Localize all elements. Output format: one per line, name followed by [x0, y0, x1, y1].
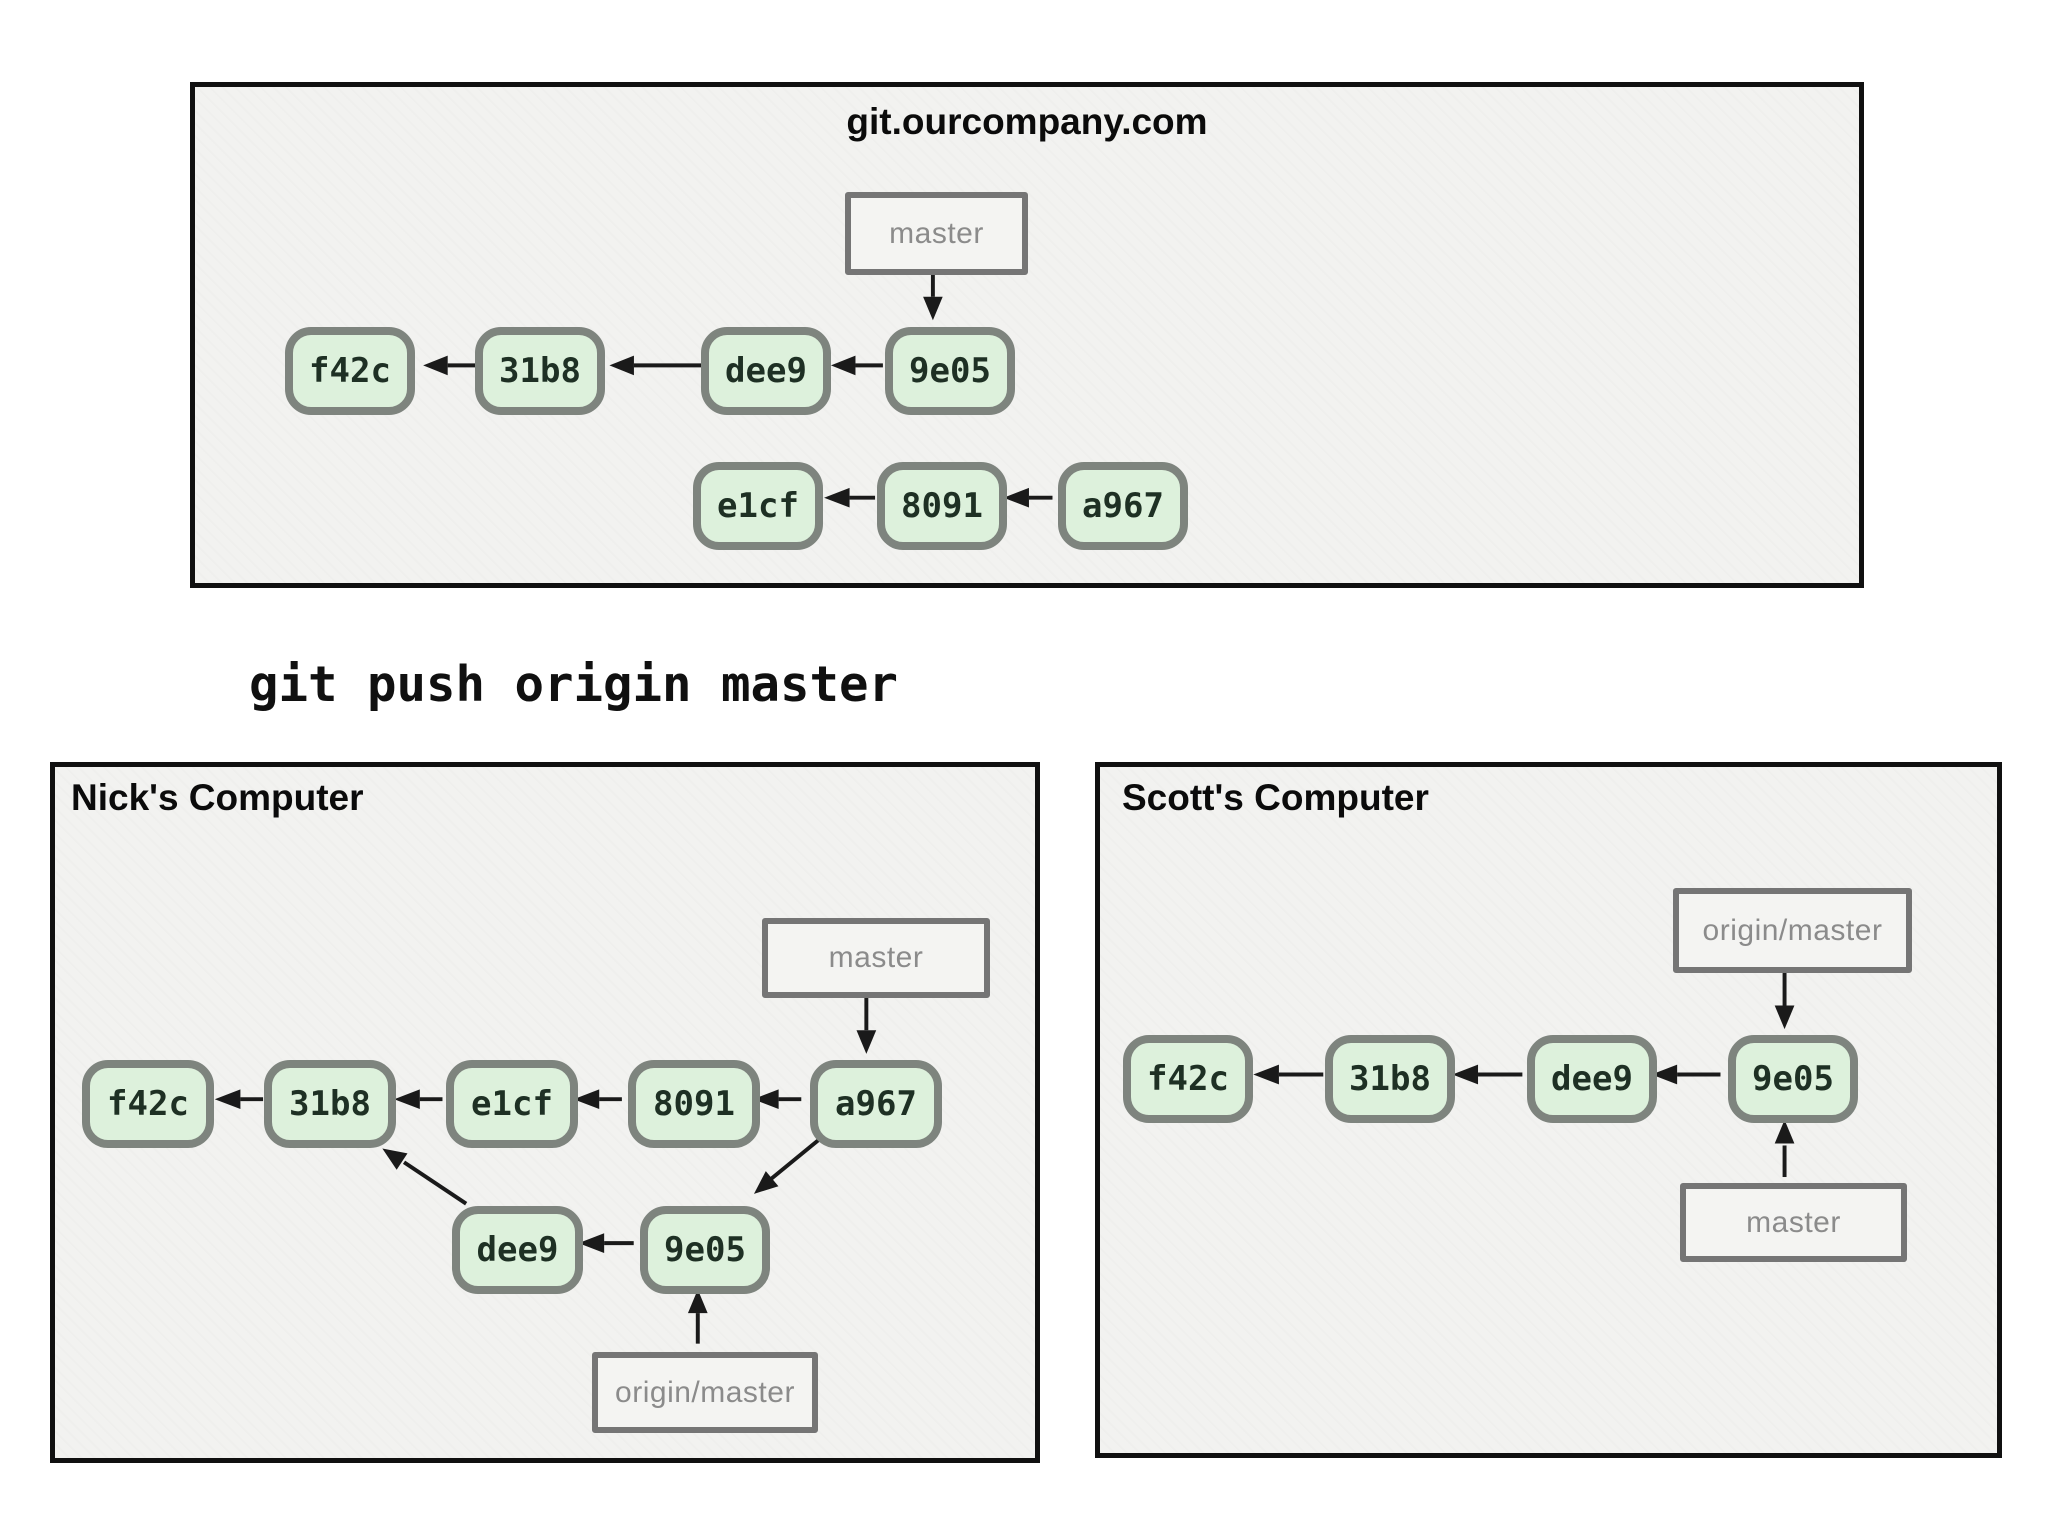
- commit-node-e1cf: e1cf: [693, 462, 823, 550]
- arrow-dee9-to-31b8: [1452, 1064, 1523, 1085]
- arrow-9e05-to-dee9: [1651, 1064, 1721, 1085]
- arrow-31b8-to-f42c: [214, 1089, 264, 1110]
- commit-node-9e05: 9e05: [1728, 1035, 1858, 1123]
- commit-node-8091: 8091: [628, 1060, 760, 1148]
- commit-node-9e05: 9e05: [640, 1206, 770, 1294]
- arrow-a967-to-8091: [1003, 487, 1053, 508]
- commit-node-f42c: f42c: [1123, 1035, 1253, 1123]
- arrow-dee9-to-31b8-diagonal: [382, 1148, 468, 1206]
- arrow-31b8-to-f42c: [423, 355, 482, 376]
- arrow-master-to-9e05: [1774, 1119, 1795, 1178]
- nick-panel: Nick's Computer: [50, 762, 1040, 1463]
- remote-ref-origin-master: origin/master: [592, 1352, 818, 1433]
- commit-node-dee9: dee9: [452, 1206, 583, 1294]
- arrow-a967-to-9e05-diagonal: [753, 1138, 821, 1194]
- branch-ref-master: master: [845, 192, 1028, 275]
- arrow-dee9-to-31b8: [609, 355, 703, 376]
- commit-node-a967: a967: [810, 1060, 942, 1148]
- branch-ref-master: master: [1680, 1183, 1907, 1262]
- arrow-master-to-9e05: [923, 271, 943, 321]
- arrow-8091-to-e1cf: [824, 487, 876, 508]
- arrow-9e05-to-dee9: [578, 1233, 634, 1253]
- commit-node-31b8: 31b8: [1325, 1035, 1455, 1123]
- server-panel: git.ourcompany.com master f42c 31b8 dee: [190, 82, 1864, 588]
- commit-node-31b8: 31b8: [475, 327, 605, 415]
- arrow-31b8-to-f42c: [1253, 1064, 1324, 1085]
- scott-panel-title: Scott's Computer: [1122, 777, 1429, 818]
- commit-node-a967: a967: [1058, 462, 1188, 550]
- arrow-9e05-to-dee9: [830, 355, 883, 376]
- nick-panel-title: Nick's Computer: [71, 777, 364, 818]
- remote-ref-origin-master: origin/master: [1673, 888, 1912, 973]
- arrow-master-to-a967: [856, 994, 877, 1054]
- arrow-origin-master-to-9e05: [1774, 970, 1795, 1030]
- commit-node-f42c: f42c: [82, 1060, 214, 1148]
- arrow-e1cf-to-31b8: [394, 1089, 443, 1110]
- git-command-text: git push origin master: [249, 656, 899, 713]
- server-arrows-layer: [423, 271, 1053, 508]
- commit-node-e1cf: e1cf: [446, 1060, 578, 1148]
- commit-node-dee9: dee9: [701, 327, 831, 415]
- commit-node-9e05: 9e05: [885, 327, 1015, 415]
- commit-node-8091: 8091: [877, 462, 1007, 550]
- scott-panel: Scott's Computer origin/master f42c 31b8…: [1095, 762, 2002, 1458]
- arrow-8091-to-e1cf: [573, 1089, 622, 1110]
- arrow-a967-to-8091: [752, 1089, 802, 1110]
- branch-ref-master: master: [762, 918, 990, 998]
- commit-node-f42c: f42c: [285, 327, 415, 415]
- commit-node-dee9: dee9: [1527, 1035, 1657, 1123]
- commit-node-31b8: 31b8: [264, 1060, 396, 1148]
- server-panel-title: git.ourcompany.com: [846, 101, 1208, 142]
- arrow-origin-master-to-9e05: [687, 1289, 708, 1344]
